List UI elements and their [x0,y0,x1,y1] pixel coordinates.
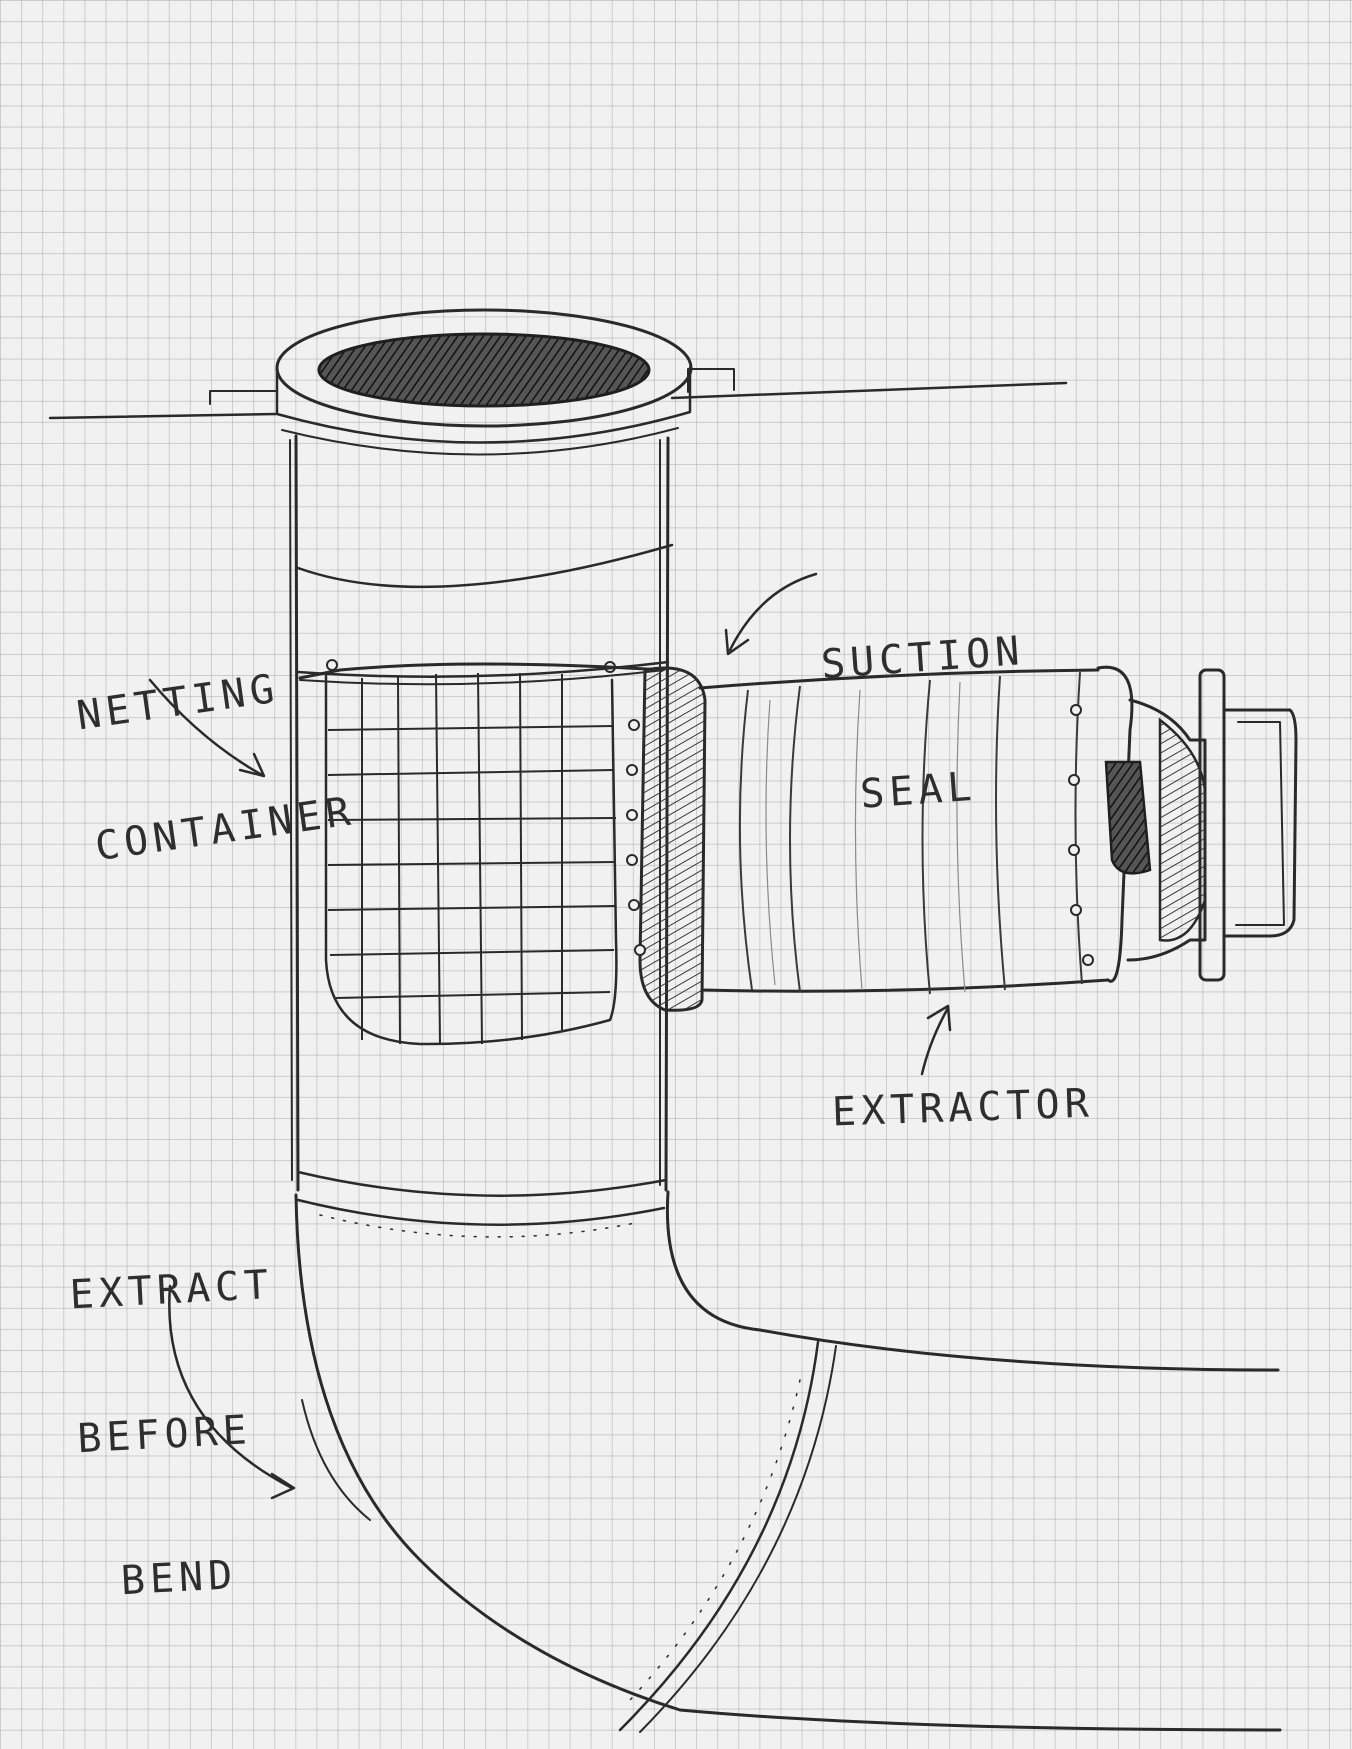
netting-basket [298,659,664,1046]
arrow-extractor [920,1004,952,1076]
arrow-suction-seal [724,572,818,656]
arrow-extract-before-bend [168,1284,296,1500]
suction-seal [626,666,707,1012]
label-suction-line-2: SEAL [858,763,978,818]
arrow-netting-container [148,678,266,778]
pipe-rim [275,308,693,456]
opening-hatch [317,332,651,408]
pipe-elbow [294,1190,1282,1733]
label-netting-line-2: CONTAINER [92,788,358,871]
pipe-collar [296,1170,668,1238]
extractor-nozzle [1104,668,1298,982]
label-extract-line-2: BEFORE [76,1407,253,1463]
label-extract-line-1: EXTRACT [68,1261,275,1319]
label-suction-line-1: SUCTION [819,628,1026,689]
extractor-body [698,665,1134,995]
label-suction-seal: SUCTION SEAL [814,541,1039,862]
label-extractor: EXTRACTOR [831,1080,1095,1136]
label-netting-container: NETTING CONTAINER [62,571,364,912]
label-extract-line-3: BEND [119,1552,239,1605]
label-netting-line-1: NETTING [73,665,282,740]
label-extract-before-bend: EXTRACT BEFORE BEND [64,1165,292,1655]
